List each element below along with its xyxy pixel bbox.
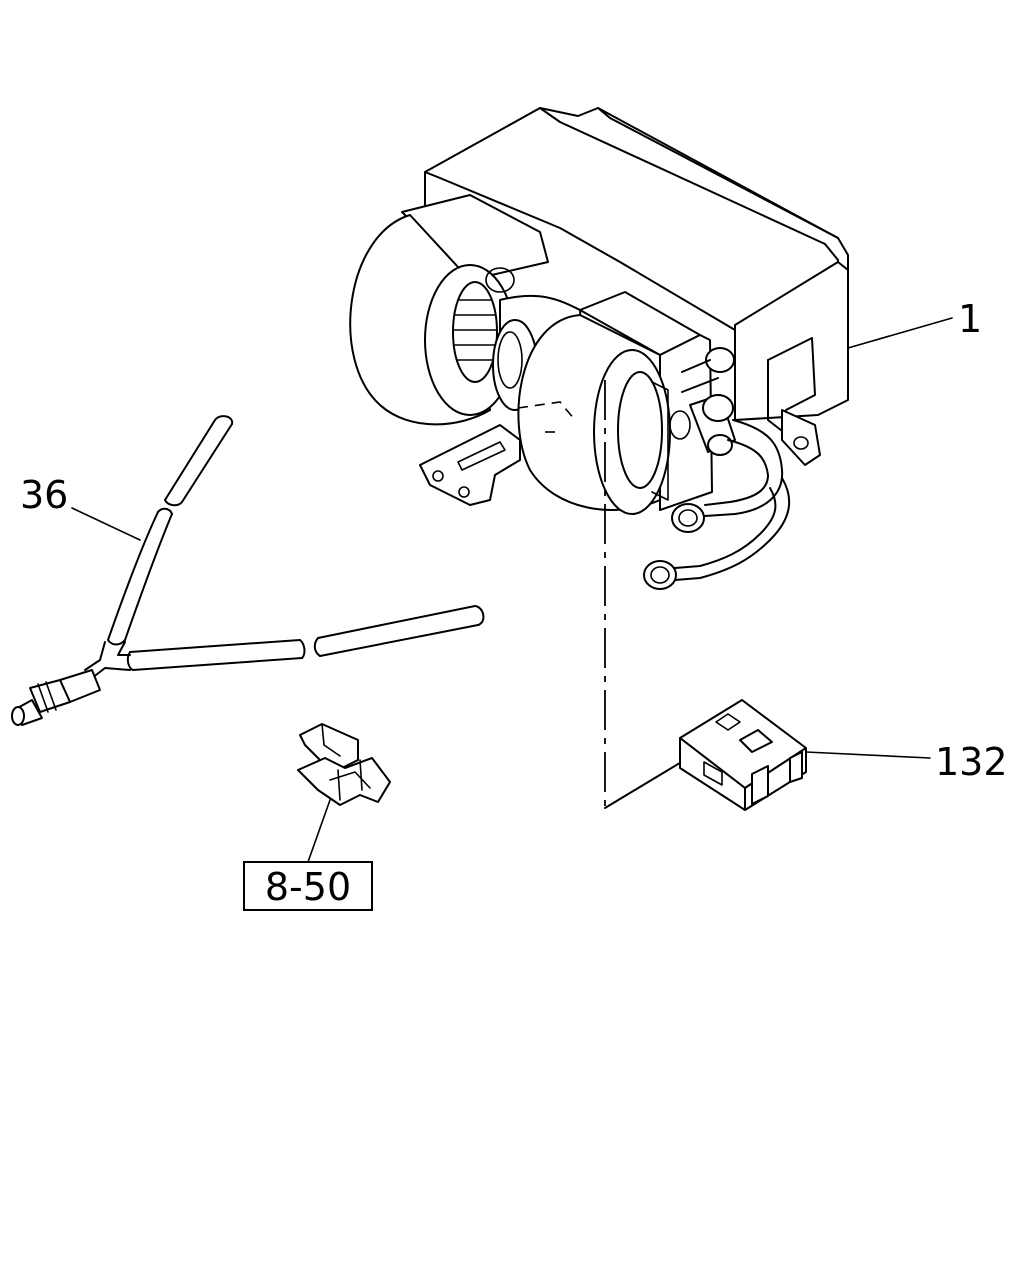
resistor-block — [679, 699, 807, 811]
leader-part-1 — [847, 317, 953, 349]
heater-pipes — [643, 347, 791, 590]
drain-hose-assembly — [11, 415, 485, 726]
leader-ref-8-50 — [307, 799, 331, 863]
leader-part-36 — [71, 507, 141, 541]
reference-box — [243, 861, 373, 911]
callout-part-132: 132 — [935, 740, 1008, 784]
callout-part-36: 36 — [20, 473, 68, 517]
leader-part-132 — [805, 751, 931, 759]
mounting-clip — [297, 723, 391, 806]
callout-part-1: 1 — [958, 297, 982, 341]
heater-blower-unit — [349, 107, 849, 590]
reference-label: 8-50 — [265, 865, 351, 909]
